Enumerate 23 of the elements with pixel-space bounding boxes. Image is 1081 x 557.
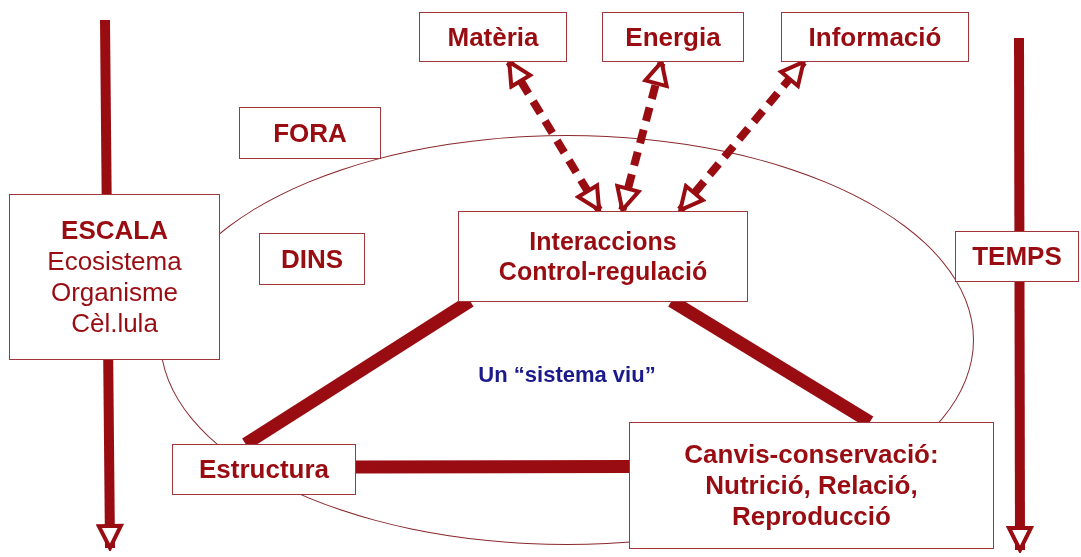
box-title: ESCALA (61, 214, 168, 246)
box-title: TEMPS (972, 241, 1062, 272)
box-title: Interaccions Control-regulació (497, 227, 709, 286)
box-title: Informació (808, 21, 942, 53)
concept-box (629, 422, 994, 549)
concept-box (259, 233, 365, 285)
dashed-arrow (615, 60, 669, 212)
concept-box (419, 12, 567, 62)
concept-box (9, 194, 220, 360)
connector-line (355, 459, 630, 474)
box-text: Ecosistema Organisme Cèl.lula (46, 245, 183, 340)
ellipse-caption: Un “sistema viu” (477, 362, 657, 388)
box-title: DINS (280, 243, 344, 275)
box-title: Canvis-conservació: Nutrició, Relació, Reproducció (683, 439, 940, 532)
concept-box (458, 211, 748, 302)
box-title: Estructura (198, 454, 329, 485)
box-title: FORA (273, 117, 347, 149)
concept-box (955, 231, 1079, 282)
box-title: Energia (625, 21, 721, 53)
concept-box (239, 107, 381, 159)
concept-box (781, 12, 969, 62)
box-title: Matèria (447, 21, 539, 53)
concept-box (602, 12, 744, 62)
